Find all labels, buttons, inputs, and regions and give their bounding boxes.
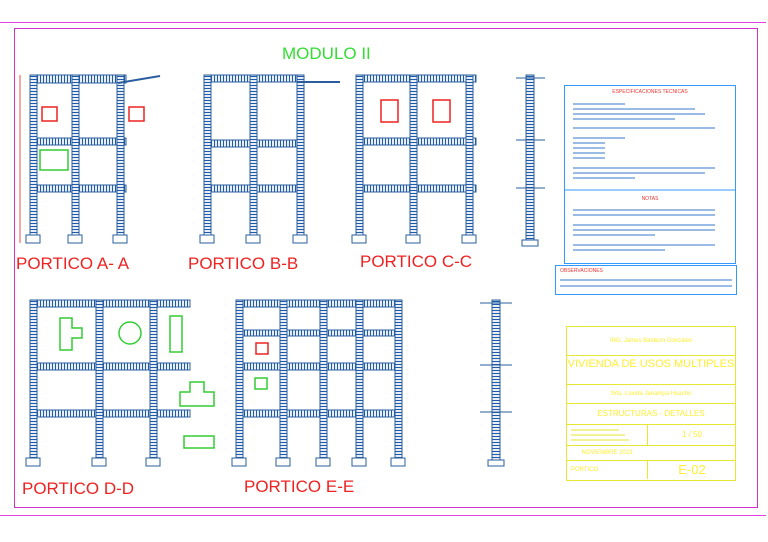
- label-portico-c: PORTICO C-C: [360, 252, 473, 271]
- sheet-title: MODULO II: [282, 44, 371, 63]
- sheet-inner-border: [14, 28, 758, 508]
- notes-title: NOTAS: [641, 196, 659, 202]
- column-elevation-bottom: [480, 299, 512, 467]
- observations-title: OBSERVACIONES: [560, 268, 603, 274]
- technical-specs-box: ESPECIFICACIONES TECNICAS NOTAS: [564, 85, 736, 264]
- tb-location-lines: [571, 429, 629, 441]
- specs-title: ESPECIFICACIONES TECNICAS: [612, 89, 688, 95]
- tb-location-row: 1 / 50: [567, 425, 735, 446]
- tb-owner: Srta. Lovida Janampa Huacho: [567, 385, 735, 404]
- label-portico-e: PORTICO E-E: [244, 477, 355, 496]
- tb-engineer: ING. James Baldeon Gonzales: [567, 327, 735, 356]
- label-portico-a: PORTICO A- A: [16, 254, 130, 273]
- tb-scale: 1 / 50: [647, 425, 736, 445]
- tb-sheet-name: PORTICO: [571, 467, 599, 473]
- label-portico-d: PORTICO D-D: [22, 479, 135, 498]
- label-portico-b: PORTICO B-B: [188, 254, 299, 273]
- sheet-outer-border: [0, 22, 766, 516]
- tb-date: NOVIEMBRE 2023: [581, 450, 633, 456]
- frame-portico-c: [351, 74, 477, 244]
- frame-portico-b: [199, 74, 340, 244]
- tb-project: VIVIENDA DE USOS MULTIPLES: [567, 356, 735, 385]
- frame-portico-d: [25, 299, 215, 467]
- column-elevation-top: [516, 74, 545, 247]
- tb-sheet-row: PORTICO E-02: [567, 461, 735, 479]
- tb-sheet-code: E-02: [647, 461, 736, 479]
- tb-date-row: NOVIEMBRE 2023: [567, 446, 735, 461]
- frame-portico-a: [19, 74, 161, 244]
- observations-text-lines: [560, 279, 732, 287]
- specs-text-lines: [565, 103, 735, 251]
- title-block: ING. James Baldeon Gonzales VIVIENDA DE …: [566, 326, 736, 481]
- frame-portico-e: [231, 299, 406, 467]
- observations-box: OBSERVACIONES: [555, 265, 737, 295]
- tb-discipline: ESTRUCTURAS - DETALLES: [567, 404, 735, 425]
